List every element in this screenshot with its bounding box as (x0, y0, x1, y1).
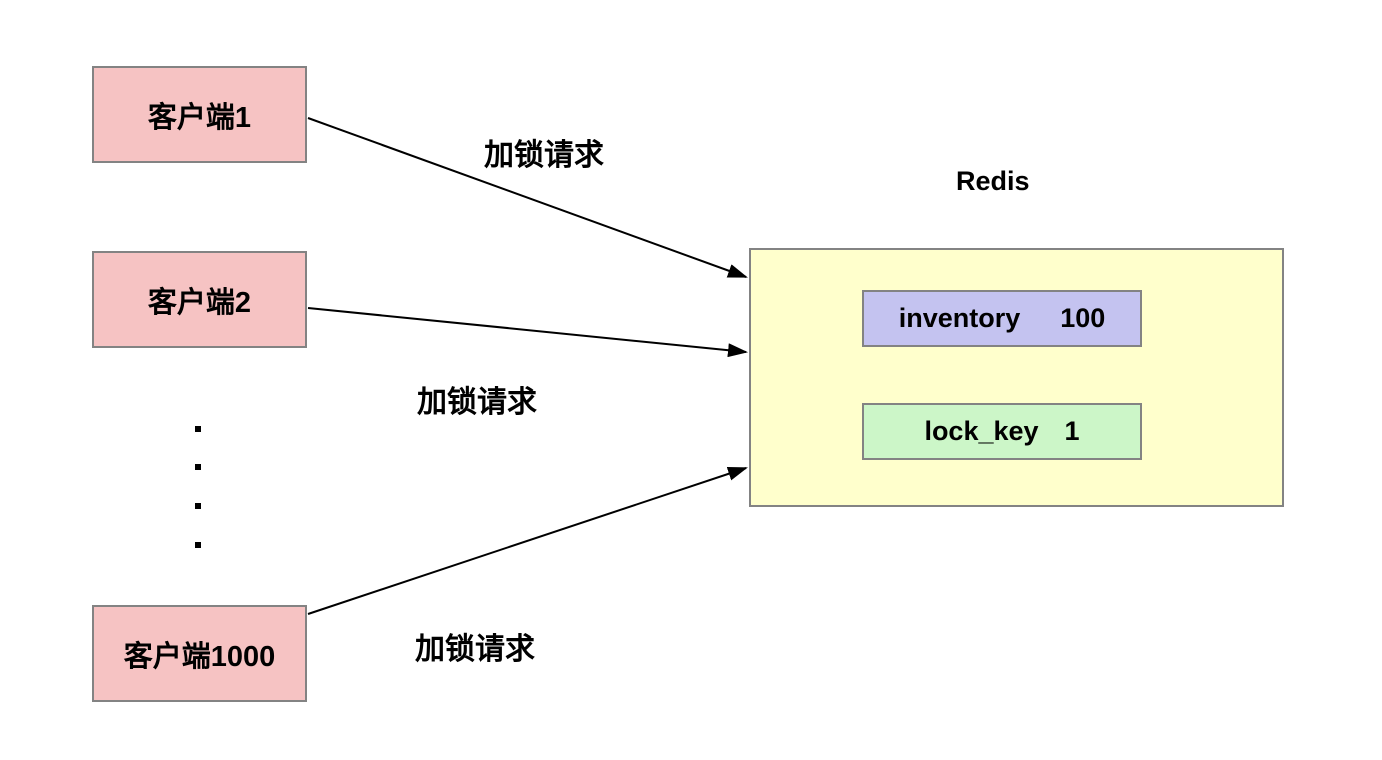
client-box-1: 客户端1 (92, 66, 307, 163)
lock-request-label-3: 加锁请求 (415, 633, 535, 666)
lock-request-label-2: 加锁请求 (417, 386, 537, 419)
client-box-2: 客户端2 (92, 251, 307, 348)
redis-title: Redis (956, 166, 1030, 196)
vertical-ellipsis-dot-icon (195, 503, 201, 509)
redis-box: inventory 100 lock_key 1 (749, 248, 1284, 507)
inventory-key: inventory (898, 303, 1021, 333)
lock-key-value: 1 (1064, 416, 1080, 446)
arrow-client2-to-redis (307, 307, 748, 358)
client-1000-label: 客户端1000 (123, 640, 276, 673)
arrow-client1000-to-redis (307, 467, 748, 615)
client-box-1000: 客户端1000 (92, 605, 307, 702)
client-1-label: 客户端1 (147, 101, 252, 134)
vertical-ellipsis-dot-icon (195, 426, 201, 432)
lock-key-key: lock_key (924, 416, 1039, 446)
client-2-label: 客户端2 (147, 286, 252, 319)
redis-entry-lock-key: lock_key 1 (862, 403, 1142, 460)
redis-entry-inventory: inventory 100 (862, 290, 1142, 347)
vertical-ellipsis-dot-icon (195, 542, 201, 548)
inventory-value: 100 (1060, 303, 1106, 333)
lock-request-label-1: 加锁请求 (484, 139, 604, 172)
vertical-ellipsis-dot-icon (195, 464, 201, 470)
